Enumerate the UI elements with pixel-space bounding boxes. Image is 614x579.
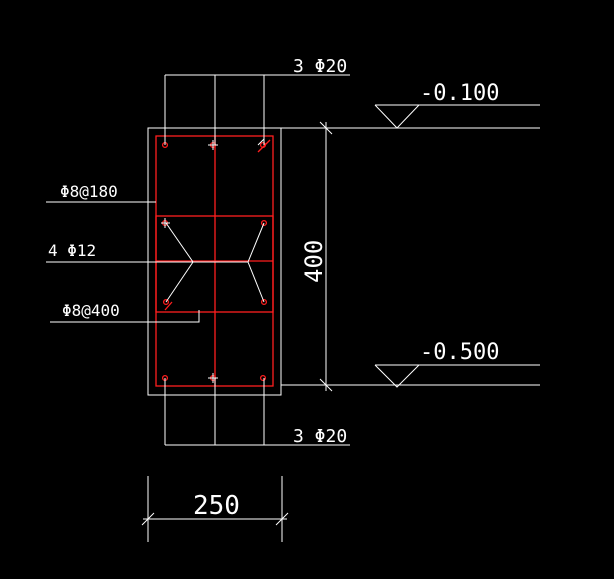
cross-bottom (208, 373, 218, 383)
rebar-side-left-lower (162, 298, 170, 306)
bottom-rebar-label: 3 Φ20 (293, 426, 347, 447)
hook-top-right (257, 139, 271, 153)
stirrup-label: Φ8@180 (60, 182, 118, 201)
rebar-side-right-lower (260, 298, 268, 306)
width-dimension-label: 250 (193, 491, 240, 521)
rebar-bottom-right (259, 374, 267, 382)
side-rebar-leader-right (247, 222, 265, 303)
tie-rebar-label: Φ8@400 (62, 301, 120, 320)
bottom-elevation-triangle (374, 364, 420, 388)
rebar-leaders (164, 74, 350, 446)
cross-top (208, 140, 218, 150)
width-dimension (141, 476, 289, 542)
hook-left (164, 301, 173, 311)
side-leaders (46, 201, 265, 323)
rebar-side-right-upper (260, 219, 268, 227)
side-rebar-label: 4 Φ12 (48, 241, 96, 260)
cross-left (161, 218, 170, 228)
top-elevation-label: -0.100 (420, 81, 499, 106)
elevation-markers (374, 104, 540, 388)
height-dimension-label: 400 (300, 240, 328, 283)
cross-markers (161, 140, 218, 383)
top-elevation-triangle (374, 104, 420, 129)
top-rebar-label: 3 Φ20 (293, 56, 347, 77)
rebar-top-right (259, 141, 267, 149)
bottom-elevation-label: -0.500 (420, 340, 499, 365)
height-dimension (281, 121, 540, 392)
tie-rebar-leader (50, 310, 200, 323)
